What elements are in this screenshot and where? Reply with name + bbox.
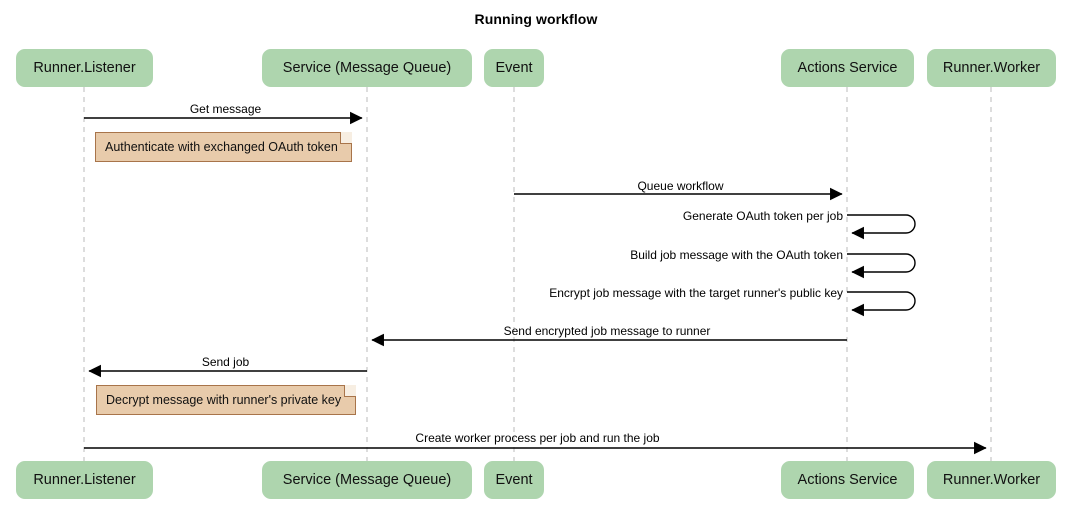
message-label-send-encrypted-job-message-to-runner: Send encrypted job message to runner <box>503 324 711 338</box>
page-title: Running workflow <box>474 11 598 27</box>
note-authenticate: Authenticate with exchanged OAuth token <box>95 132 352 162</box>
message-label-generate-oauth-token-per-job: Generate OAuth token per job <box>682 209 843 223</box>
participant-actions-service-top[interactable]: Actions Service <box>781 49 914 87</box>
message-label-build-job-message-with-the-oauth-token: Build job message with the OAuth token <box>630 248 843 262</box>
participant-event-top[interactable]: Event <box>484 49 544 87</box>
participant-actions-service-bottom[interactable]: Actions Service <box>781 461 914 499</box>
message-label-create-worker-process-per-job-and-run-the-job: Create worker process per job and run th… <box>415 431 660 445</box>
participant-runner-worker-top[interactable]: Runner.Worker <box>927 49 1056 87</box>
note-text: Authenticate with exchanged OAuth token <box>105 140 338 154</box>
message-label-get-message: Get message <box>189 102 262 116</box>
participant-runner-worker-bottom[interactable]: Runner.Worker <box>927 461 1056 499</box>
participant-service-message-queue-top[interactable]: Service (Message Queue) <box>262 49 472 87</box>
message-build-job-message-with-the-oauth-token <box>847 253 916 279</box>
message-encrypt-job-message-with-the-target-runners-public-key <box>847 291 916 317</box>
participant-service-message-queue-bottom[interactable]: Service (Message Queue) <box>262 461 472 499</box>
participant-runner-listener-top[interactable]: Runner.Listener <box>16 49 153 87</box>
note-text: Decrypt message with runner's private ke… <box>106 393 342 407</box>
note-fold-corner-icon <box>340 132 352 144</box>
message-generate-oauth-token-per-job <box>847 214 916 240</box>
participant-event-bottom[interactable]: Event <box>484 461 544 499</box>
messages-group <box>84 111 987 455</box>
note-fold-corner-icon <box>344 385 356 397</box>
note-decrypt: Decrypt message with runner's private ke… <box>96 385 356 415</box>
participant-runner-listener-bottom[interactable]: Runner.Listener <box>16 461 153 499</box>
lifelines-group <box>83 87 992 461</box>
message-label-queue-workflow: Queue workflow <box>637 179 724 193</box>
message-label-send-job: Send job <box>201 355 250 369</box>
message-label-encrypt-job-message-with-the-target-runners-public-key: Encrypt job message with the target runn… <box>549 286 843 300</box>
